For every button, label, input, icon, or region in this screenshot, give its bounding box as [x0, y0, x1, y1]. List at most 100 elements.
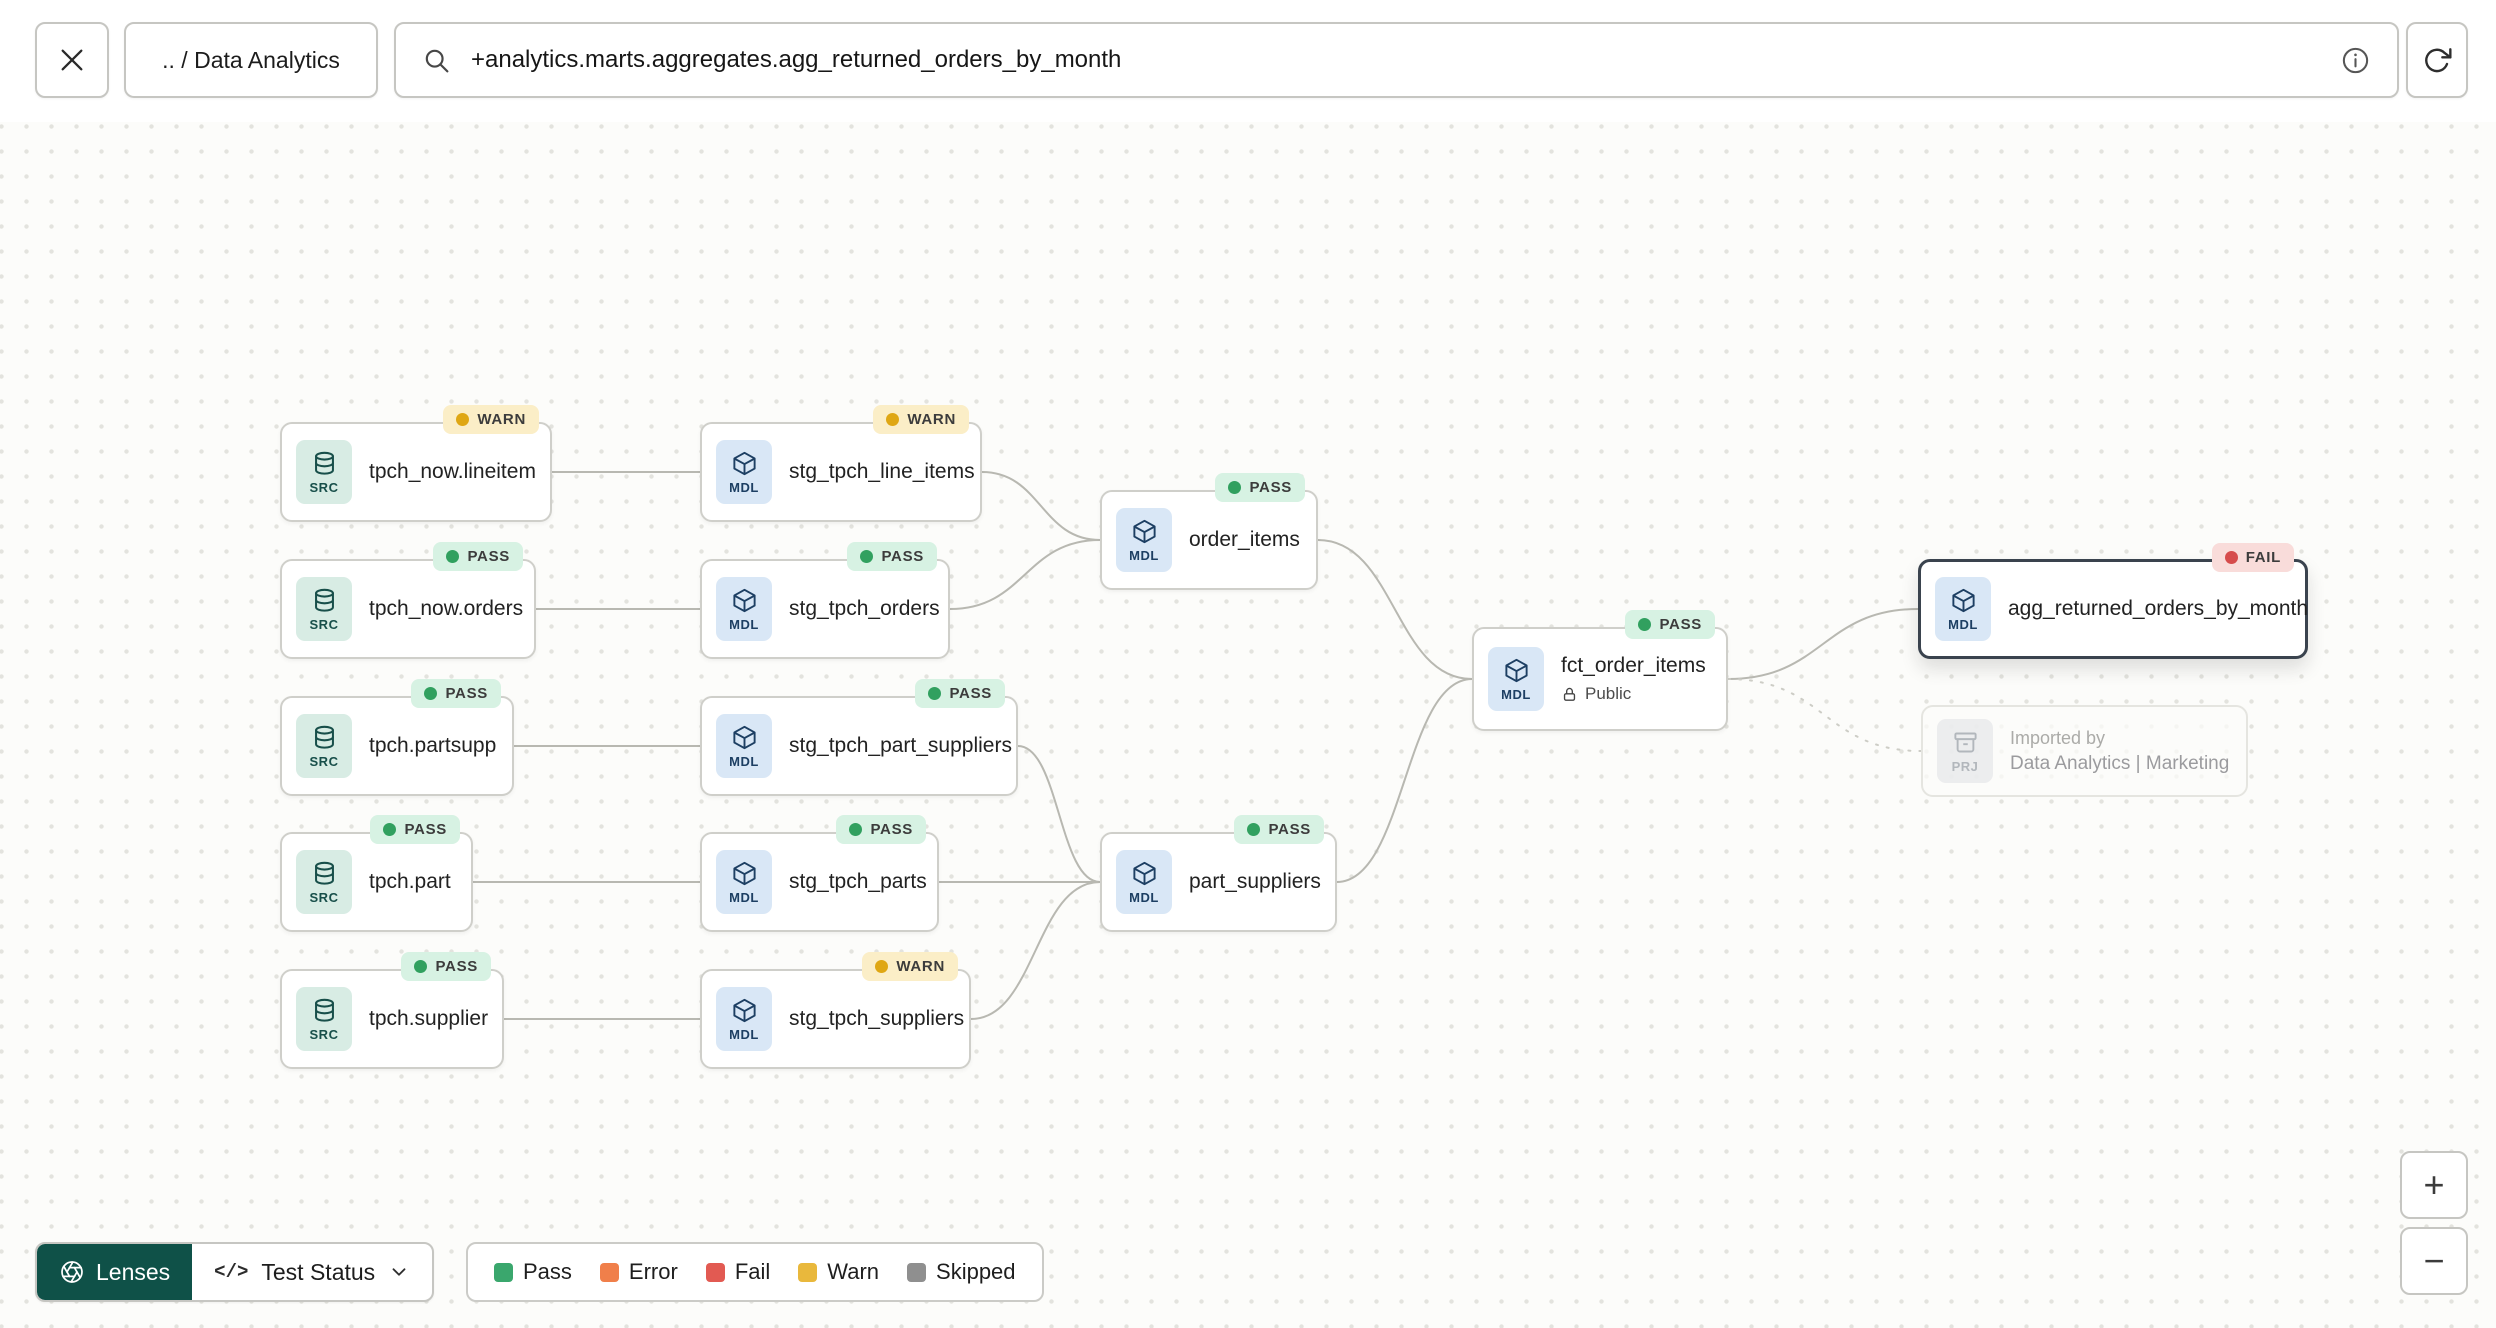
lock-icon	[1561, 686, 1578, 703]
cube-icon	[1131, 860, 1158, 887]
node-type-tile-mdl: MDL	[1488, 647, 1544, 711]
search-input[interactable]	[469, 45, 2322, 75]
database-icon	[311, 997, 338, 1024]
node-label: stg_tpch_line_items	[789, 460, 975, 483]
node-text: stg_tpch_parts	[789, 870, 927, 894]
search-icon	[422, 46, 451, 75]
status-badge-warn: WARN	[862, 952, 958, 981]
node-label: tpch.partsupp	[369, 734, 497, 757]
node-type-tile-mdl: MDL	[716, 577, 772, 641]
graph-node-stg_tpch_suppliers[interactable]: MDL stg_tpch_suppliers WARN	[700, 952, 971, 1069]
status-badge-pass: PASS	[915, 679, 1005, 708]
status-dot	[2224, 551, 2238, 564]
edge-fct_order_items-to-imported_by	[1727, 678, 1922, 752]
legend-label: Warn	[827, 1259, 880, 1284]
node-type-label: MDL	[1948, 616, 1978, 632]
node-type-tile-mdl: MDL	[716, 714, 772, 778]
database-icon	[311, 587, 338, 614]
node-label: stg_tpch_parts	[789, 870, 927, 893]
close-icon	[56, 44, 88, 76]
zoom-out-button[interactable]: −	[2400, 1227, 2468, 1295]
node-label: agg_returned_orders_by_month	[2008, 597, 2309, 620]
info-icon[interactable]	[2340, 45, 2371, 76]
legend-item-error: Error	[599, 1259, 678, 1285]
node-type-label: MDL	[729, 889, 759, 905]
graph-node-stg_tpch_part_suppliers[interactable]: MDL stg_tpch_part_suppliers PASS	[700, 679, 1018, 796]
status-badge-fail: FAIL	[2211, 543, 2294, 572]
node-access-label: Public	[1561, 684, 1706, 704]
node-type-tile-src: SRC	[296, 714, 352, 778]
status-dot	[446, 550, 460, 563]
graph-node-tpch.part[interactable]: SRC tpch.part PASS	[280, 815, 473, 932]
node-text: agg_returned_orders_by_month	[2008, 597, 2308, 621]
breadcrumb[interactable]: .. / Data Analytics	[124, 22, 378, 98]
node-type-label: MDL	[1129, 547, 1159, 563]
status-badge-pass: PASS	[401, 952, 491, 981]
zoom-in-button[interactable]: +	[2400, 1151, 2468, 1219]
node-type-tile-src: SRC	[296, 850, 352, 914]
status-dot	[875, 960, 889, 973]
cube-icon	[731, 587, 758, 614]
node-label: tpch_now.orders	[369, 597, 524, 620]
edge-part_suppliers-to-fct_order_items	[1336, 678, 1473, 883]
lens-selector[interactable]: </> Test Status	[192, 1244, 432, 1300]
status-badge-pass: PASS	[411, 679, 501, 708]
graph-node-stg_tpch_line_items[interactable]: MDL stg_tpch_line_items WARN	[700, 405, 982, 522]
refresh-button[interactable]	[2406, 22, 2468, 98]
status-badge-pass: PASS	[370, 815, 460, 844]
node-type-tile-mdl: MDL	[1116, 850, 1172, 914]
database-icon	[311, 450, 338, 477]
node-text: tpch_now.orders	[369, 597, 523, 621]
node-text: stg_tpch_part_suppliers	[789, 734, 1012, 758]
legend-swatch	[705, 1262, 725, 1282]
node-label: tpch.part	[369, 870, 451, 893]
status-badge-pass: PASS	[1625, 610, 1715, 639]
lenses-button[interactable]: Lenses	[37, 1244, 193, 1300]
legend-swatch	[494, 1262, 513, 1282]
node-type-label: SRC	[309, 479, 339, 495]
graph-node-imported_by[interactable]: PRJ Imported by Data Analytics | Marketing	[1921, 705, 2248, 797]
edge-stg_tpch_part_suppliers-to-part_suppliers	[1017, 745, 1101, 883]
node-type-label: PRJ	[1951, 758, 1979, 774]
close-button[interactable]	[35, 22, 109, 98]
legend-swatch	[599, 1262, 619, 1282]
node-type-tile-mdl: MDL	[716, 987, 772, 1051]
node-label: Data Analytics | Marketing	[2010, 752, 2230, 774]
node-type-label: MDL	[1501, 686, 1531, 702]
cube-icon	[1131, 518, 1158, 545]
status-dot	[456, 413, 470, 426]
edge-stg_tpch_line_items-to-order_items	[981, 471, 1101, 541]
node-type-tile-mdl: MDL	[716, 440, 772, 504]
status-dot	[849, 823, 863, 836]
legend-item-pass: Pass	[494, 1259, 572, 1285]
node-type-label: SRC	[309, 753, 339, 769]
project-icon	[1952, 729, 1979, 756]
status-badge-warn: WARN	[443, 405, 539, 434]
status-badge-warn: WARN	[873, 405, 969, 434]
node-type-tile-mdl: MDL	[716, 850, 772, 914]
legend-label: Pass	[523, 1259, 572, 1284]
graph-node-tpch.partsupp[interactable]: SRC tpch.partsupp PASS	[280, 679, 514, 796]
imported-by-label: Imported by	[2010, 727, 2106, 748]
status-dot	[928, 687, 942, 700]
node-label: tpch.supplier	[369, 1007, 489, 1030]
graph-node-agg_returned_orders_by_month[interactable]: MDL agg_returned_orders_by_month FAIL	[1918, 543, 2308, 659]
node-text: stg_tpch_orders	[789, 597, 940, 621]
lineage-search[interactable]	[394, 22, 2399, 98]
database-icon	[311, 860, 338, 887]
node-label: stg_tpch_suppliers	[789, 1007, 965, 1030]
node-type-label: MDL	[729, 1026, 759, 1042]
lens-selected-label: Test Status	[261, 1258, 376, 1285]
node-label: stg_tpch_orders	[789, 597, 940, 620]
